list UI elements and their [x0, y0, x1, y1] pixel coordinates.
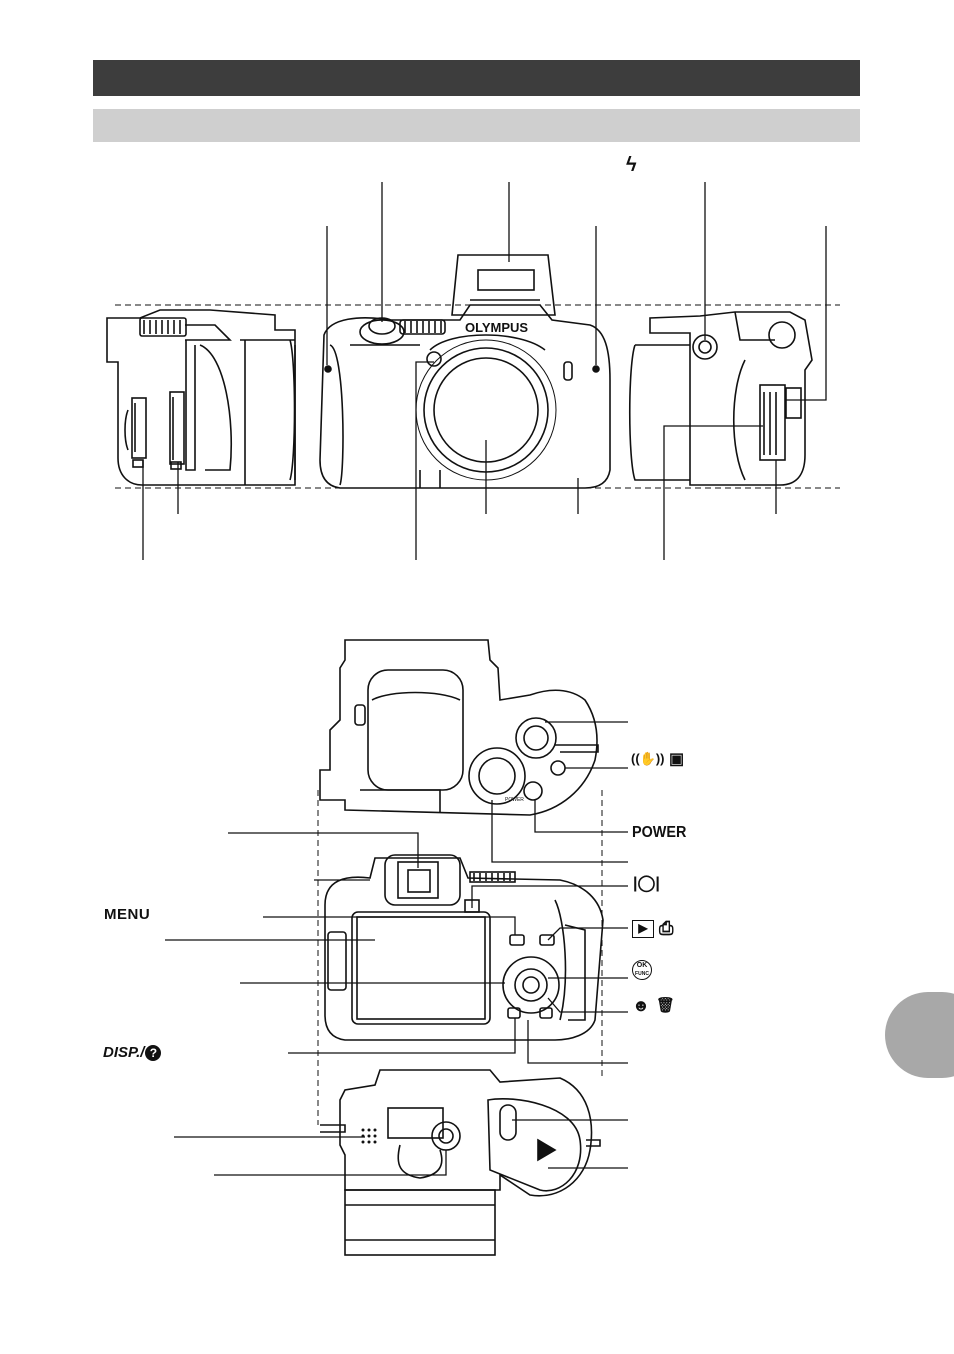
camera-left-side-view	[106, 309, 296, 486]
camera-top-view: POWER	[319, 639, 599, 816]
image-stabilizer-icon: ((✋))	[631, 751, 665, 766]
print-icon: ⎙	[659, 918, 674, 938]
speaker-holes	[361, 1128, 377, 1144]
disp-help-icon: DISP./?	[103, 1044, 162, 1061]
quick-view-icon: |◯|	[633, 875, 660, 892]
playback-icon: ▶	[632, 920, 654, 938]
ok-func-icon: OK FUNC	[632, 960, 652, 980]
power-icon: POWER	[632, 824, 687, 841]
func-glyph: FUNC	[635, 971, 649, 977]
drive-icon: ▣	[669, 751, 685, 768]
menu-icon: MENU	[104, 906, 151, 923]
leader-lines	[142, 182, 827, 1176]
ok-glyph: OK	[636, 962, 648, 969]
flash-icon: ϟ	[626, 154, 637, 176]
chapter-tab	[885, 992, 954, 1078]
camera-rear-view	[324, 854, 604, 1041]
erase-icon: 🗑	[656, 997, 676, 1014]
subsection-title-bar	[93, 109, 860, 142]
section-title-bar	[93, 60, 860, 96]
alignment-guides	[115, 304, 840, 1125]
playback-glyph: ▶	[638, 921, 648, 935]
top-dial-text: POWER	[505, 797, 524, 803]
shadow-adjust-icon: ☻	[632, 996, 650, 1015]
disp-label: DISP./	[103, 1044, 145, 1061]
camera-bottom-view	[320, 1069, 601, 1256]
camera-front-view: OLYMPUS	[319, 254, 611, 489]
help-glyph: ?	[145, 1045, 162, 1061]
front-brand: OLYMPUS	[465, 320, 528, 335]
camera-right-side-view	[628, 311, 813, 486]
